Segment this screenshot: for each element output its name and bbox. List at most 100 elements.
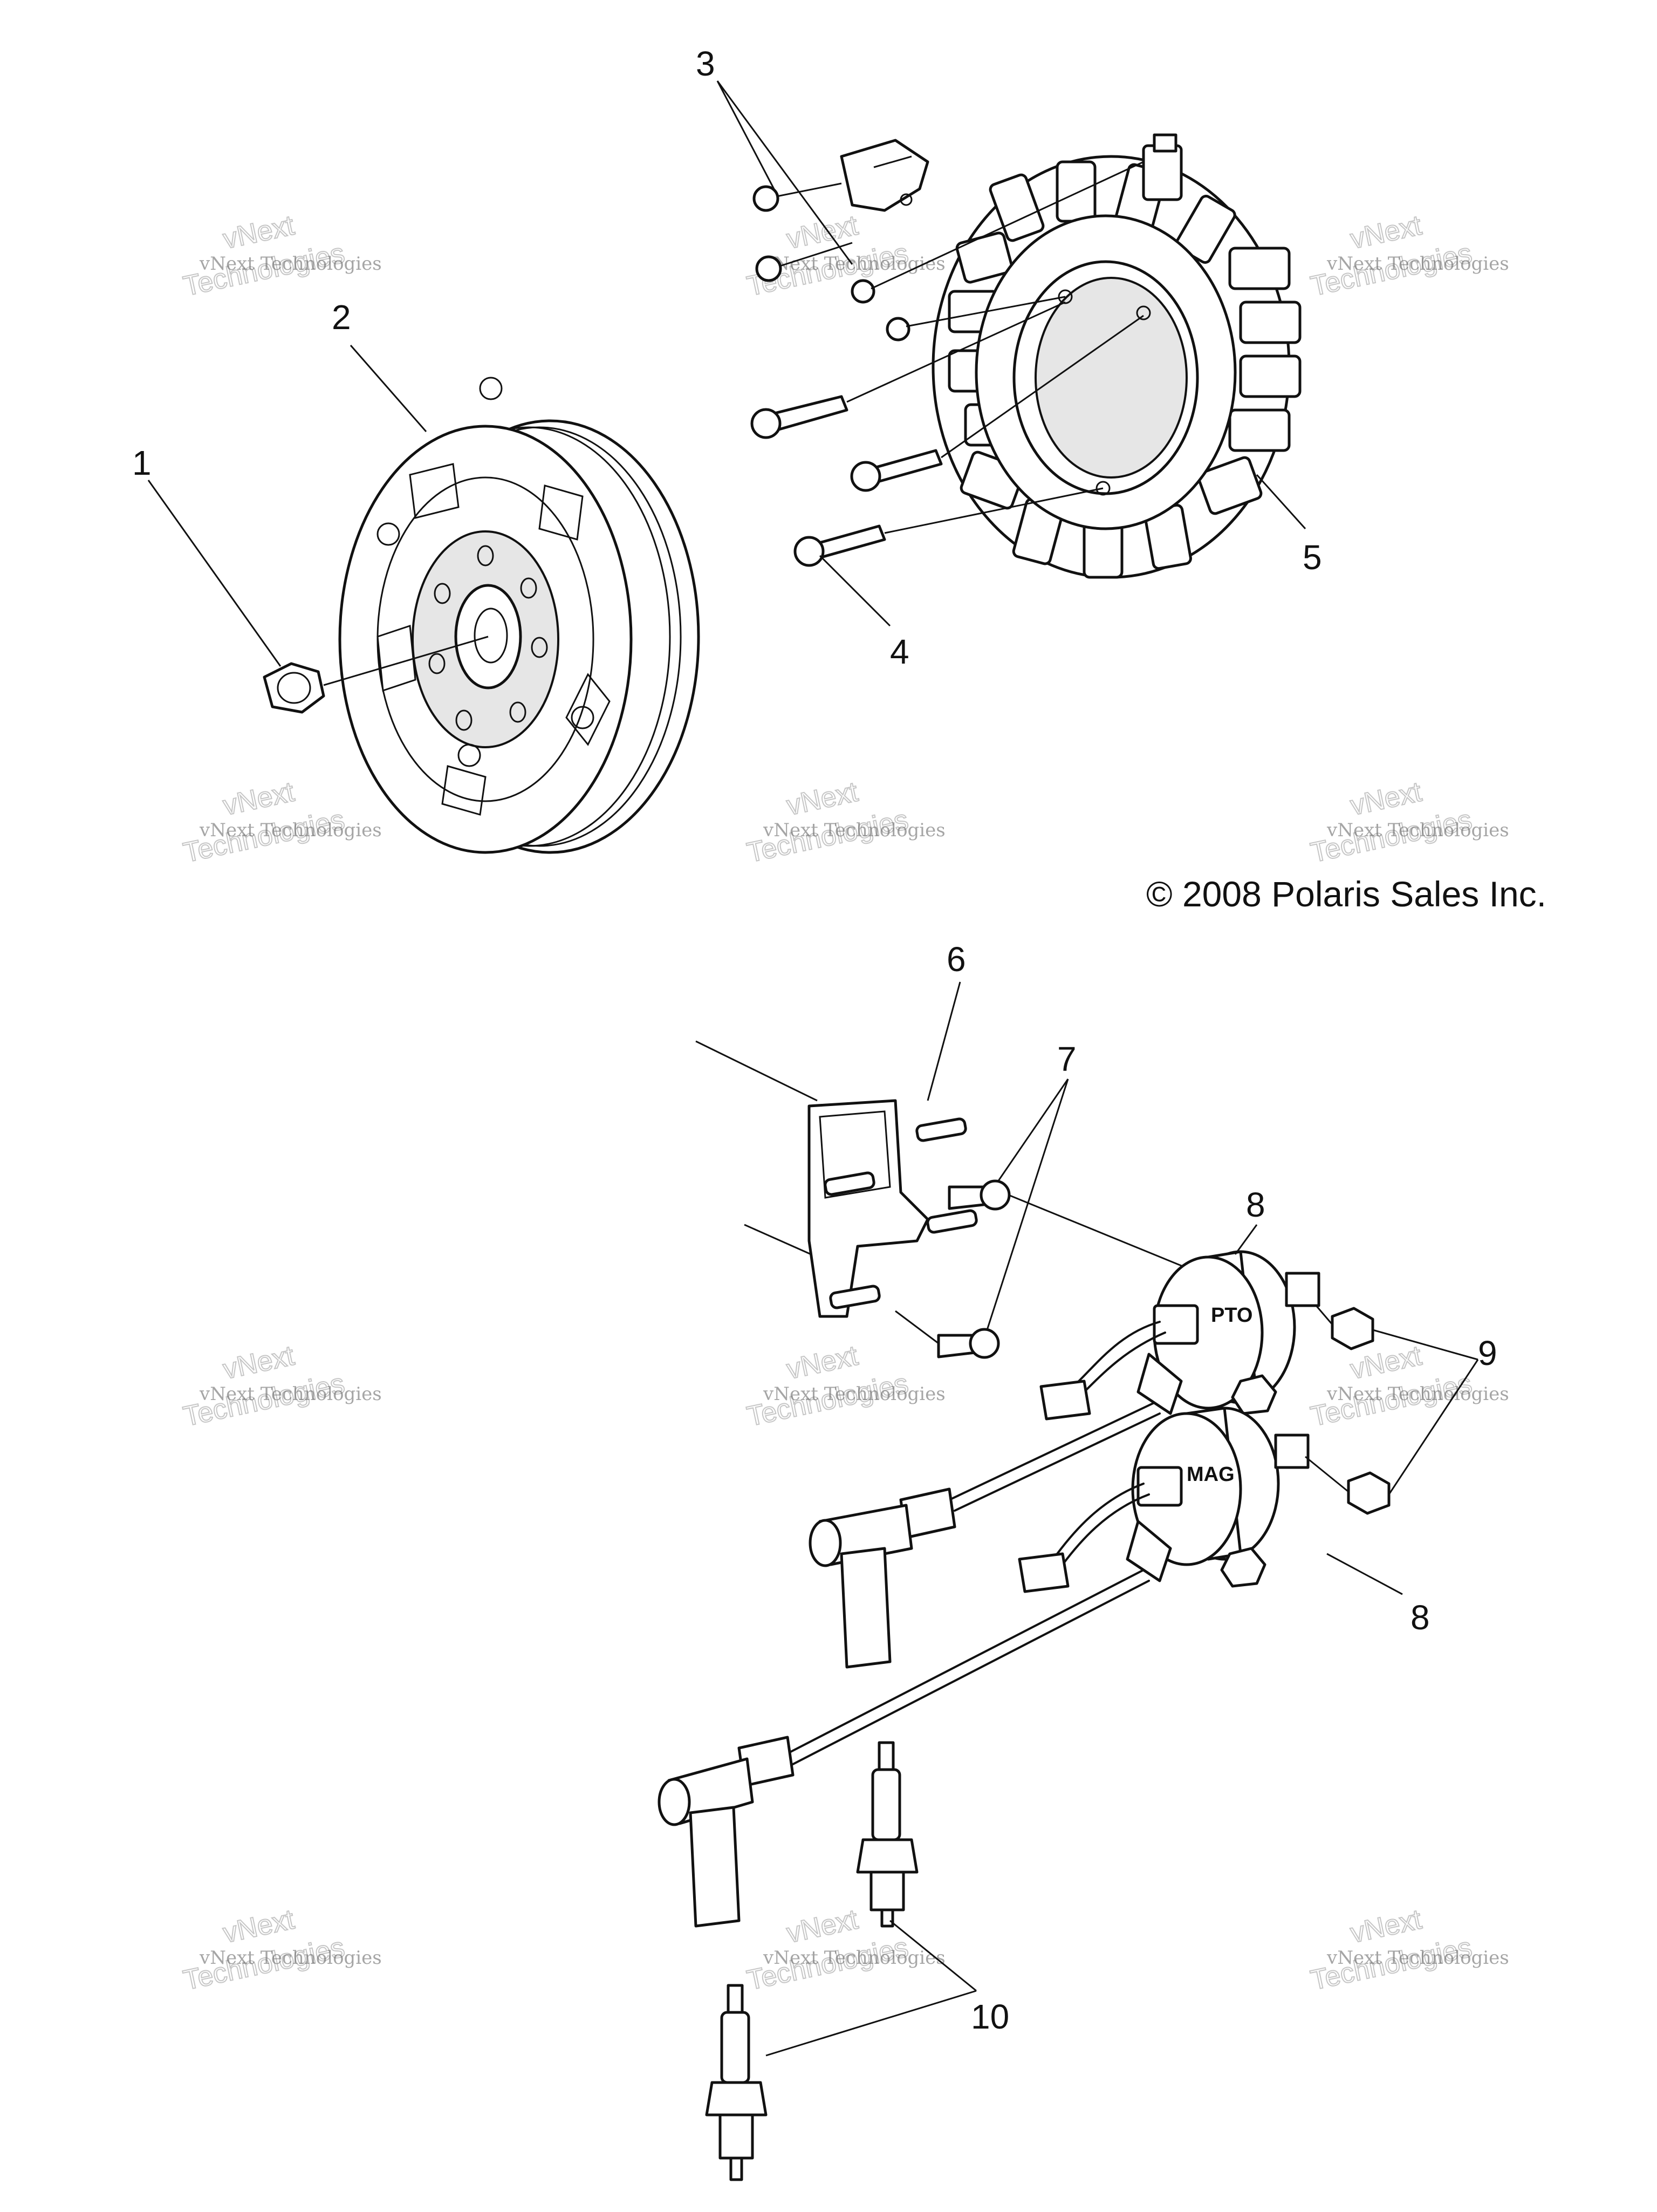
coil-pigtail (1078, 1321, 1161, 1382)
coil-label-mag: MAG (1187, 1463, 1235, 1486)
watermark: Technologies vNext vNext Technologies (180, 776, 382, 870)
callout-5: 5 (1303, 538, 1322, 577)
watermark-text: vNext Technologies (199, 1383, 382, 1405)
watermark-text: vNext Technologies (1326, 253, 1509, 275)
spark-plug-terminal (727, 1984, 744, 2014)
bracket-plate (807, 1099, 929, 1318)
ht-lead-boot (1126, 1520, 1172, 1582)
callout-3: 3 (696, 44, 715, 83)
coil-label-pto: PTO (1211, 1304, 1252, 1327)
coil-pigtail (1083, 1332, 1166, 1393)
ht-lead-boot (1136, 1353, 1183, 1415)
spark-plug-hex (856, 1838, 919, 1874)
callout-8-mag: 8 (1410, 1598, 1430, 1637)
ht-lead (786, 1569, 1145, 1754)
coil-terminal (1285, 1272, 1320, 1307)
coil-nut (1231, 1374, 1277, 1415)
stator-connector (1142, 144, 1183, 201)
watermark-text: vNext Technologies (763, 1947, 946, 1969)
callout-4: 4 (890, 632, 909, 671)
watermark-text: vNext Technologies (1326, 820, 1509, 841)
watermark-text: vNext Technologies (1326, 1383, 1509, 1405)
watermark-text-small: vNext (784, 210, 861, 255)
coil-pigtail (1062, 1493, 1150, 1566)
watermark-text-small: vNext (1347, 1904, 1425, 1949)
watermark-text: vNext Technologies (199, 253, 382, 275)
bracket-stud (926, 1209, 978, 1234)
watermark: Technologies vNext vNext Technologies (744, 776, 946, 870)
plug-cap-end (658, 1778, 691, 1826)
ht-lead (954, 1412, 1161, 1512)
coil-primary-connector (1136, 1466, 1183, 1507)
leader-lines (147, 80, 1479, 2057)
watermark-text: vNext Technologies (199, 1947, 382, 1969)
watermark: Technologies vNext vNext Technologies (744, 209, 946, 303)
stator-screws (750, 301, 1144, 567)
stator-hole (1136, 305, 1151, 320)
watermark-text-small: vNext (220, 776, 297, 822)
flywheel-bore (474, 607, 508, 664)
pickup-sensor (840, 139, 929, 212)
callout-10: 10 (971, 1997, 1009, 2036)
bracket-stud (829, 1285, 881, 1309)
callout-1: 1 (132, 443, 152, 482)
watermark-text: vNext Technologies (763, 253, 946, 275)
watermark: Technologies vNext vNext Technologies (180, 1340, 382, 1433)
callout-2: 2 (332, 298, 351, 337)
callout-7: 7 (1057, 1040, 1077, 1078)
coil-nut (1220, 1547, 1266, 1588)
spark-plug-hex (705, 2081, 768, 2117)
watermark-text-small: vNext (784, 776, 861, 822)
watermark-text-small: vNext (784, 1904, 861, 1949)
spark-plug-thread (718, 2113, 754, 2160)
watermark: Technologies vNext vNext Technologies (1307, 776, 1509, 870)
callout-labels: 1 2 3 4 5 6 7 8 8 9 10 (132, 44, 1497, 2036)
plug-cap-tube (840, 1547, 892, 1669)
spark-plug (856, 1741, 919, 1928)
watermark: Technologies vNext vNext Technologies (744, 1340, 946, 1433)
nut-center-line (323, 636, 489, 686)
watermark-text-small: vNext (1347, 776, 1425, 822)
watermark-text-small: vNext (220, 1340, 297, 1385)
spark-plug-insulator (871, 1768, 901, 1841)
stator-bore (1035, 277, 1188, 479)
watermark: Technologies vNext vNext Technologies (180, 209, 382, 303)
plug-cap-end (809, 1519, 842, 1567)
coil-terminal (1274, 1433, 1310, 1469)
ht-lead (792, 1580, 1150, 1765)
bracket-stud (915, 1117, 967, 1142)
copyright-notice: © 2008 Polaris Sales Inc. (1146, 874, 1546, 914)
flywheel-windows (376, 377, 611, 816)
watermark-text: vNext Technologies (199, 820, 382, 841)
spark-plug (705, 1984, 768, 2181)
coil-pigtail (1056, 1483, 1145, 1555)
plug-cap-tube (689, 1806, 741, 1928)
callout-6: 6 (947, 940, 966, 979)
stator-hole (1058, 289, 1073, 304)
ignition-coil-mag: MAG (658, 1407, 1310, 1928)
watermark-text-small: vNext (220, 210, 297, 255)
watermark: Technologies vNext vNext Technologies (744, 1903, 946, 1997)
coil-bracket (695, 1040, 978, 1318)
coil-pigtail-plug (1018, 1552, 1070, 1593)
watermark-text: vNext Technologies (763, 1383, 946, 1405)
bracket-leader (695, 1040, 818, 1102)
ignition-coil-pto: PTO (809, 1250, 1320, 1669)
flywheel-holes (428, 545, 548, 731)
coil-bolts (895, 1179, 1187, 1359)
callout-9: 9 (1478, 1334, 1497, 1373)
bracket-recess (819, 1110, 891, 1199)
spark-plug-terminal (878, 1741, 895, 1771)
coil-primary-connector (1153, 1304, 1199, 1345)
flywheel-assembly (263, 377, 700, 854)
flywheel-nut (263, 662, 325, 714)
stator-hole (1095, 481, 1111, 496)
bracket-stud (824, 1171, 875, 1196)
watermark-text: vNext Technologies (1326, 1947, 1509, 1969)
watermark: Technologies vNext vNext Technologies (180, 1903, 382, 1997)
spark-plug-electrode (729, 2156, 743, 2181)
spark-plug-insulator (720, 2011, 750, 2084)
watermark-text-small: vNext (1347, 210, 1425, 255)
stator-assembly (750, 133, 1302, 579)
